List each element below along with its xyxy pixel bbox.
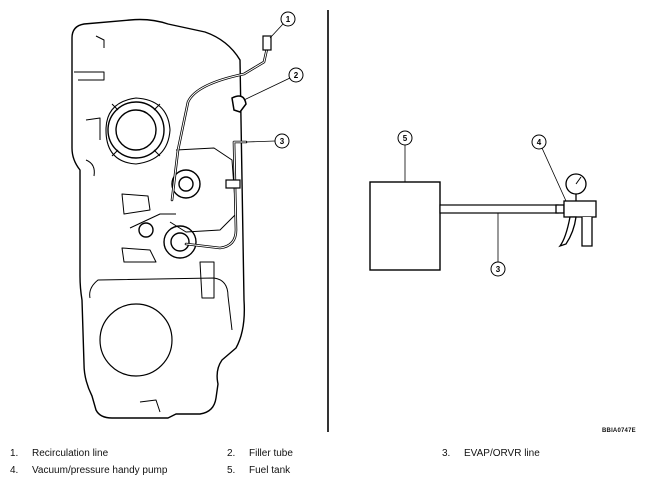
svg-text:3: 3 bbox=[280, 137, 285, 146]
legend-label: Fuel tank bbox=[249, 465, 291, 476]
filler-tube bbox=[231, 95, 247, 113]
svg-text:1: 1 bbox=[286, 15, 291, 24]
callout-3-right: 3 bbox=[490, 261, 506, 277]
figure-code: BBIA0747E bbox=[602, 428, 636, 434]
svg-text:3: 3 bbox=[496, 265, 501, 274]
svg-text:4: 4 bbox=[537, 138, 542, 147]
legend-label: Filler tube bbox=[249, 448, 293, 459]
svg-text:2: 2 bbox=[294, 71, 299, 80]
legend-item-3: 3. EVAP/ORVR line bbox=[442, 448, 540, 459]
legend-number: 1. bbox=[10, 448, 19, 459]
callout-5: 5 bbox=[397, 130, 413, 146]
legend-number: 4. bbox=[10, 465, 19, 476]
callout-4: 4 bbox=[531, 134, 547, 150]
legend-label: Recirculation line bbox=[32, 448, 109, 459]
legend-item-4: 4. Vacuum/pressure handy pump bbox=[10, 465, 167, 476]
handy-pump bbox=[555, 173, 597, 248]
legend-label: EVAP/ORVR line bbox=[464, 448, 540, 459]
callout-1: 1 bbox=[280, 11, 296, 27]
callout-2: 2 bbox=[288, 67, 304, 83]
callout-3: 3 bbox=[274, 133, 290, 149]
connector bbox=[262, 35, 272, 51]
legend-item-5: 5. Fuel tank bbox=[227, 465, 290, 476]
legend-number: 5. bbox=[227, 465, 236, 476]
fuel-tank-box bbox=[369, 181, 441, 271]
legend-label: Vacuum/pressure handy pump bbox=[32, 465, 168, 476]
legend-item-1: 1. Recirculation line bbox=[10, 448, 108, 459]
evap-orvr-line-right bbox=[439, 204, 559, 214]
svg-text:5: 5 bbox=[403, 134, 408, 143]
legend-number: 3. bbox=[442, 448, 451, 459]
fuel-tank-assembly bbox=[71, 18, 246, 419]
legend-number: 2. bbox=[227, 448, 236, 459]
legend-item-2: 2. Filler tube bbox=[227, 448, 293, 459]
